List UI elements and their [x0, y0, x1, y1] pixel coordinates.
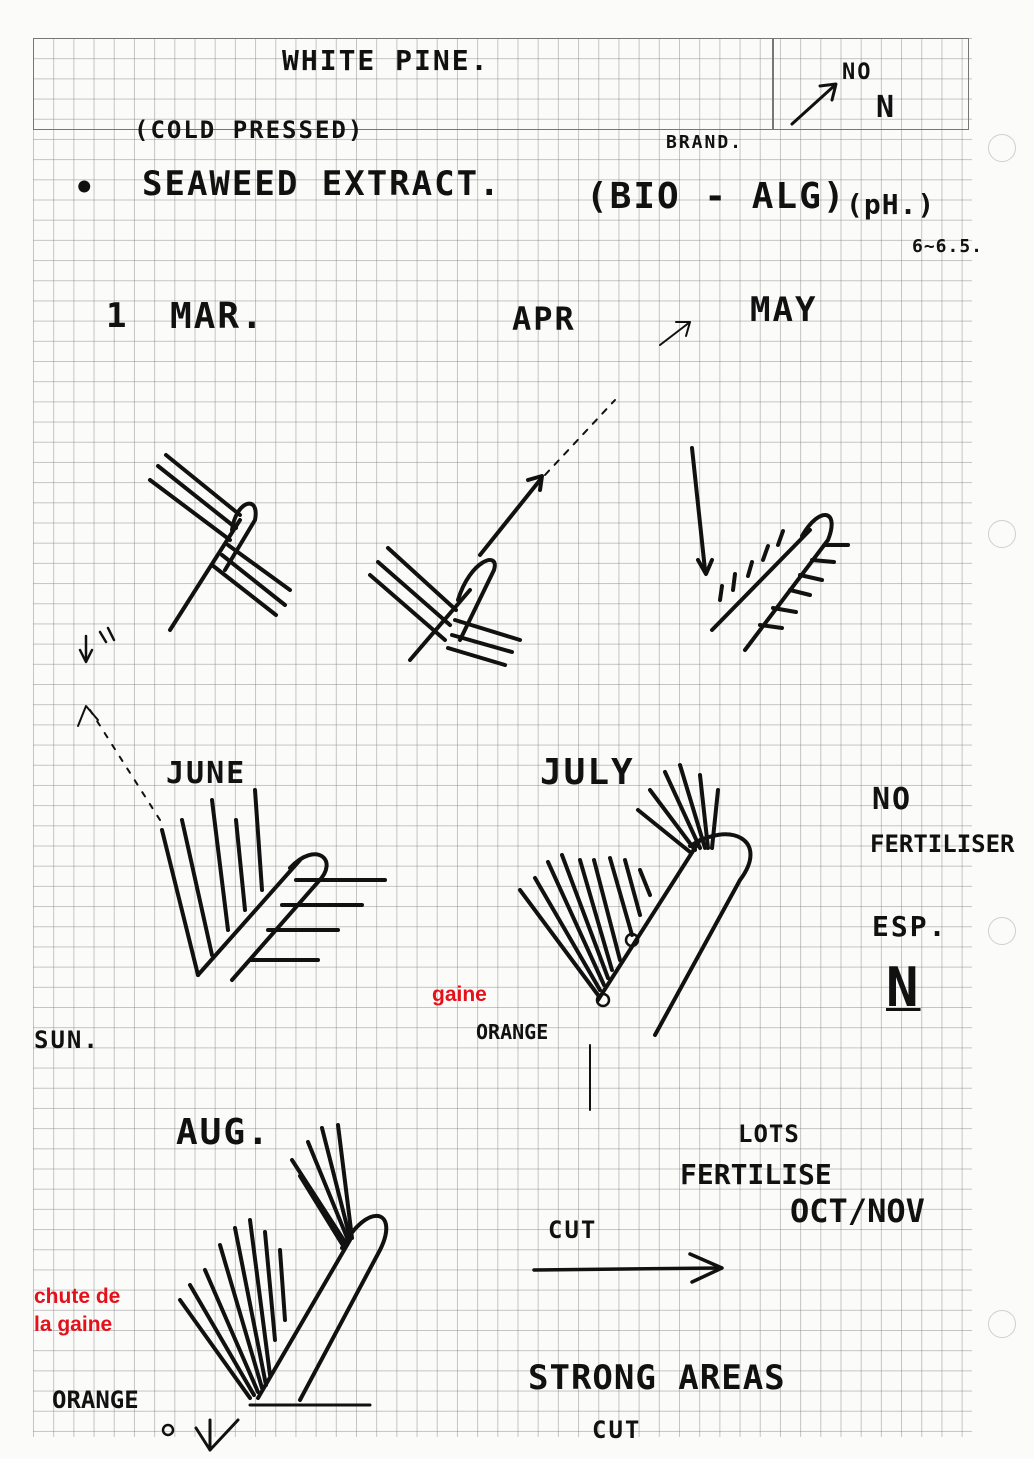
- may-sketch: [692, 448, 848, 650]
- june-sketch: [162, 790, 385, 980]
- mar-sketch: [150, 455, 290, 630]
- june-dashed-arrow: [78, 706, 160, 820]
- small-down-arrow: [80, 628, 114, 662]
- july-sketch: [520, 765, 750, 1110]
- aug-sketch: [163, 1125, 386, 1450]
- apr-dashed-arrow: [545, 322, 690, 475]
- header-arrow: [792, 84, 836, 124]
- apr-sketch: [370, 476, 542, 665]
- cut-arrow: [534, 1254, 722, 1282]
